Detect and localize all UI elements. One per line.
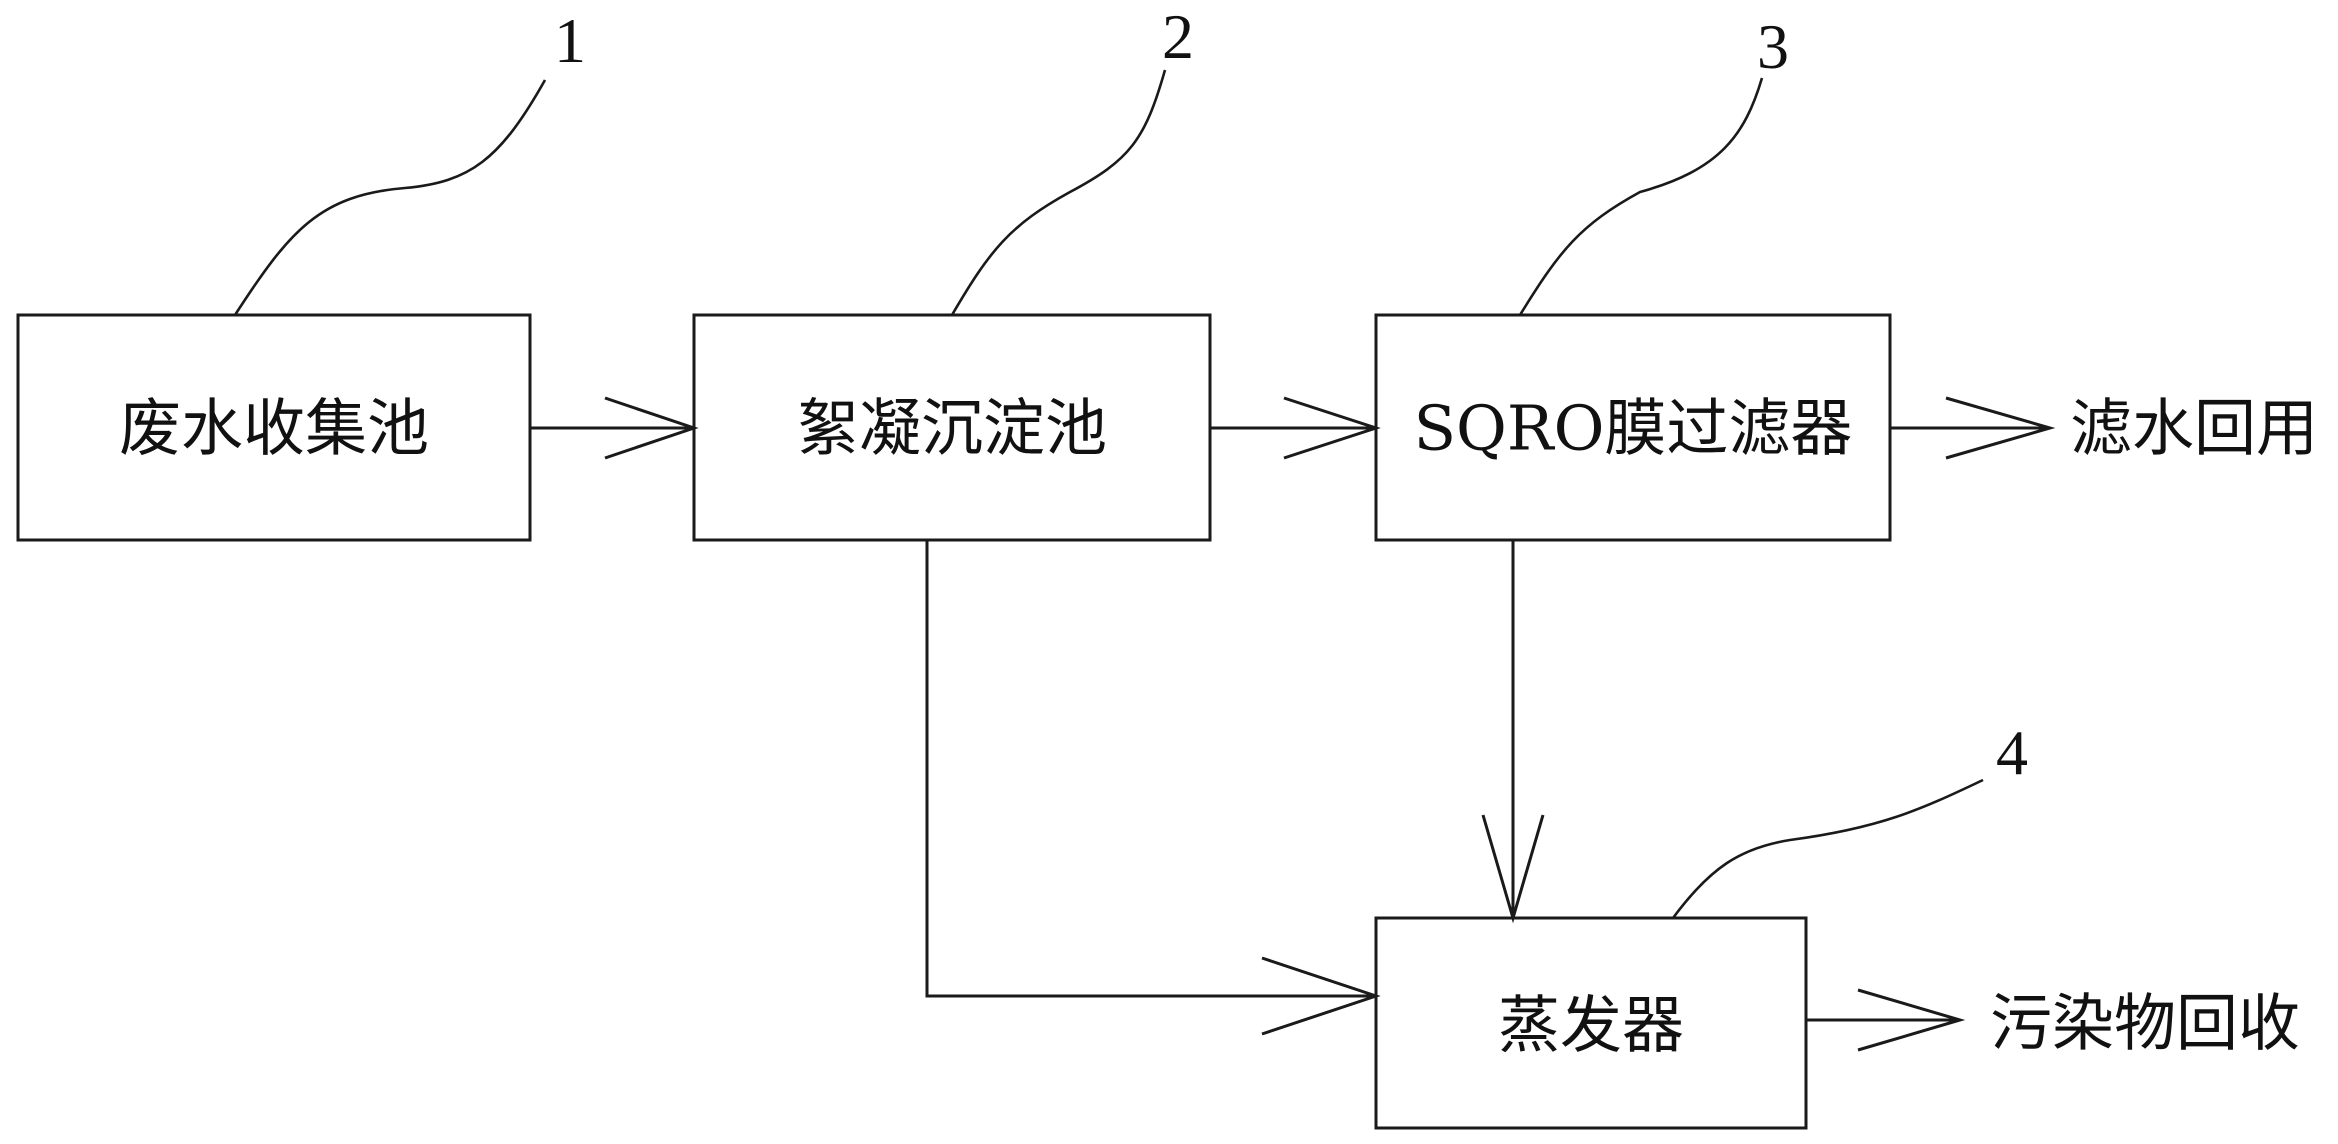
leader-1: 1 bbox=[233, 5, 586, 316]
flocculation-tank-label: 絮凝沉淀池 bbox=[797, 392, 1107, 465]
evaporator-box bbox=[1374, 916, 1808, 1130]
node-collection-tank: 废水收集池 bbox=[16, 313, 532, 542]
pollutant-recovery-label: 污染物回收 bbox=[1990, 987, 2300, 1060]
arrow-flocculation-to-evaporator bbox=[925, 540, 1381, 1036]
collection-tank-label: 废水收集池 bbox=[119, 392, 429, 465]
node-flocculation-tank: 絮凝沉淀池 bbox=[692, 313, 1212, 542]
leader-3: 3 bbox=[1518, 11, 1789, 316]
leader-4: 4 bbox=[1671, 717, 2028, 919]
arrow-sqro-to-water-reuse bbox=[1890, 396, 2056, 460]
evaporator-label: 蒸发器 bbox=[1498, 989, 1684, 1062]
node-sqro-filter: SQRO膜过滤器 bbox=[1374, 313, 1892, 542]
arrow-sqro-to-evaporator bbox=[1481, 540, 1545, 924]
sqro-filter-label: SQRO膜过滤器 bbox=[1414, 392, 1853, 465]
arrow-flocculation-to-sqro bbox=[1210, 396, 1381, 460]
flocculation-tank-box bbox=[692, 313, 1212, 542]
sqro-filter-box bbox=[1374, 313, 1892, 542]
water-reuse-label: 滤水回用 bbox=[2070, 392, 2318, 465]
leader-2: 2 bbox=[950, 1, 1194, 316]
reference-number-1: 1 bbox=[554, 5, 586, 76]
reference-number-4: 4 bbox=[1996, 717, 2028, 788]
node-evaporator: 蒸发器 bbox=[1374, 916, 1808, 1130]
collection-tank-box bbox=[16, 313, 532, 542]
reference-number-3: 3 bbox=[1757, 11, 1789, 82]
arrow-evaporator-to-pollutant-recovery bbox=[1806, 988, 1966, 1052]
reference-number-2: 2 bbox=[1162, 1, 1194, 72]
arrow-collection-to-flocculation bbox=[530, 396, 699, 460]
